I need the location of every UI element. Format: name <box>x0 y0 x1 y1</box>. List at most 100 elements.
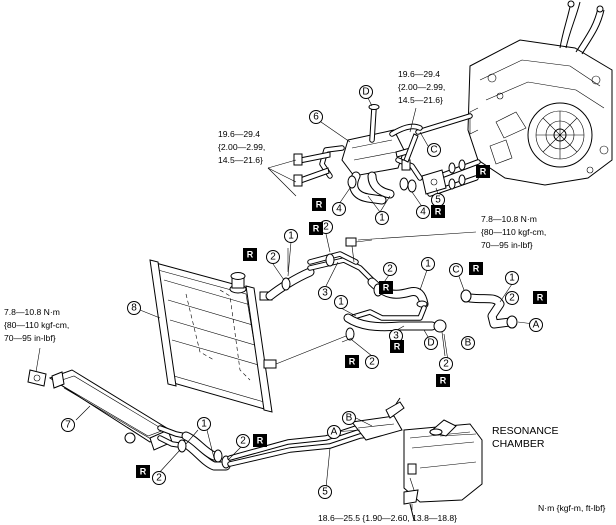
torque-label-upper-left-1: 19.6—29.4 <box>218 129 260 139</box>
svg-text:R: R <box>480 167 487 177</box>
replace-marker-mid-top: R <box>309 222 323 235</box>
svg-text:4: 4 <box>420 207 426 218</box>
torque-label-upper-right-2: {2.00—2.99, <box>398 82 445 92</box>
svg-text:R: R <box>316 200 323 210</box>
transaxle-assembly <box>467 0 613 186</box>
torque-label-upper-left-2: {2.00—2.99, <box>218 142 265 152</box>
svg-text:1: 1 <box>201 419 207 430</box>
part-callout-1-a: 1 <box>284 229 298 243</box>
resonance-chamber-label-1: RESONANCE <box>492 425 559 437</box>
replace-marker-mid-upper: R <box>379 281 393 294</box>
letter-callout-a-right: A <box>529 318 543 332</box>
svg-text:8: 8 <box>131 303 137 314</box>
part-callout-2-f: 2 <box>505 291 519 305</box>
svg-text:R: R <box>247 250 254 260</box>
right-cooler-hose-assembly <box>460 289 518 329</box>
svg-text:R: R <box>349 357 356 367</box>
part-callout-2-c: 2 <box>383 262 397 276</box>
replace-marker-valve-left: R <box>312 198 326 211</box>
svg-text:D: D <box>427 338 434 349</box>
svg-text:5: 5 <box>322 487 328 498</box>
letter-callout-a-lower: A <box>327 425 341 439</box>
union-bracket-5 <box>421 169 447 195</box>
letter-callout-c-right: C <box>449 263 463 277</box>
part-callout-3-upper: 3 <box>318 286 332 300</box>
letter-callout-b-lower: B <box>342 411 356 425</box>
leader-lines <box>35 97 535 510</box>
svg-text:2: 2 <box>240 436 246 447</box>
replace-marker-lower-left: R <box>136 465 150 478</box>
svg-text:B: B <box>465 338 472 349</box>
radiator <box>149 259 277 413</box>
svg-text:7: 7 <box>65 420 71 431</box>
torque-label-upper-right-1: 19.6—29.4 <box>398 69 440 79</box>
svg-text:3: 3 <box>322 288 328 299</box>
part-callout-8: 8 <box>127 301 141 315</box>
svg-text:C: C <box>430 145 437 156</box>
torque-label-left-1: 7.8—10.8 N·m <box>4 307 60 317</box>
part-callout-2-h: 2 <box>236 434 250 448</box>
svg-text:R: R <box>383 283 390 293</box>
part-number-callouts: 6 4 4 1 5 1 2 2 3 2 1 1 3 2 2 2 1 8 7 1 … <box>61 110 519 499</box>
part-callout-4-right: 4 <box>416 205 430 219</box>
svg-text:R: R <box>313 224 320 234</box>
svg-text:2: 2 <box>369 357 375 368</box>
svg-text:1: 1 <box>379 213 385 224</box>
replace-marker-mid-center: R <box>390 340 404 353</box>
oil-cooler <box>27 369 189 451</box>
part-callout-6: 6 <box>309 110 323 124</box>
replace-markers: R R R R R R R R R R R R R <box>136 165 547 478</box>
part-callout-2-d: 2 <box>365 355 379 369</box>
svg-text:2: 2 <box>443 359 449 370</box>
valve-mounting-bolts-left <box>293 151 331 187</box>
part-callout-1-b: 1 <box>421 257 435 271</box>
letter-callout-c-upper: C <box>427 143 441 157</box>
part-callout-2-a: 2 <box>266 250 280 264</box>
replace-marker-mid-lower: R <box>345 355 359 368</box>
part-callout-5-lower: 5 <box>318 485 332 499</box>
torque-label-left-3: 70—95 in-lbf} <box>4 333 56 343</box>
svg-text:2: 2 <box>387 264 393 275</box>
svg-text:A: A <box>331 427 338 438</box>
resonance-chamber <box>403 419 483 521</box>
resonance-chamber-label-2: CHAMBER <box>492 438 545 450</box>
torque-label-left-2: {80—110 kgf-cm, <box>4 320 69 330</box>
letter-callouts: D C C A D B B A <box>327 85 543 439</box>
torque-label-mid-right-1: 7.8—10.8 N·m <box>481 214 537 224</box>
svg-text:R: R <box>440 376 447 386</box>
torque-label-mid-right-3: 70—95 in-lbf} <box>481 240 533 250</box>
letter-callout-b-mid: B <box>461 336 475 350</box>
part-callout-1-c: 1 <box>334 295 348 309</box>
svg-text:R: R <box>537 293 544 303</box>
svg-text:5: 5 <box>435 195 441 206</box>
part-callout-2-e: 2 <box>439 357 453 371</box>
part-callout-4-left: 4 <box>332 202 346 216</box>
replace-marker-lower-mid: R <box>253 434 267 447</box>
letter-callout-d-mid: D <box>424 336 438 350</box>
svg-text:2: 2 <box>156 473 162 484</box>
svg-text:A: A <box>533 320 540 331</box>
valve-mounting-bolt-right <box>395 133 419 171</box>
svg-text:R: R <box>140 467 147 477</box>
part-callout-1-d: 1 <box>505 271 519 285</box>
hose-clamps-upper <box>347 175 417 193</box>
torque-label-bottom: 18.6—25.5 {1.90—2.60, 13.8—18.8} <box>318 513 457 523</box>
svg-text:B: B <box>346 413 353 424</box>
replace-marker-valve-right: R <box>431 205 445 218</box>
svg-text:2: 2 <box>270 252 276 263</box>
svg-text:1: 1 <box>288 231 294 242</box>
part-callout-7: 7 <box>61 418 75 432</box>
replace-marker-mid-left: R <box>243 248 257 261</box>
replace-marker-right-upper: R <box>469 262 483 275</box>
svg-text:6: 6 <box>313 112 319 123</box>
replace-marker-transaxle: R <box>476 165 490 178</box>
svg-text:R: R <box>257 436 264 446</box>
lower-cooler-hoses <box>177 431 231 471</box>
torque-label-upper-right-3: 14.5—21.6} <box>398 95 443 105</box>
replace-marker-right-side: R <box>533 291 547 304</box>
svg-text:1: 1 <box>425 259 431 270</box>
part-callout-5-upper: 5 <box>431 193 445 207</box>
letter-callout-d-upper: D <box>359 85 373 99</box>
torque-label-upper-left-3: 14.5—21.6} <box>218 155 263 165</box>
part-callout-1-e: 1 <box>197 417 211 431</box>
